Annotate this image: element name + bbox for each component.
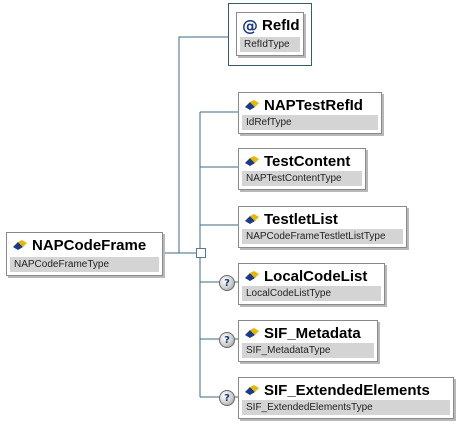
element-icon bbox=[244, 213, 260, 225]
element-type: SIF_MetadataType bbox=[242, 343, 374, 358]
element-testcontent[interactable]: TestContent NAPTestContentType bbox=[238, 148, 366, 190]
optional-icon: ? bbox=[219, 332, 235, 348]
root-element[interactable]: NAPCodeFrame NAPCodeFrameType bbox=[6, 232, 163, 276]
element-sif-metadata[interactable]: SIF_Metadata SIF_MetadataType bbox=[238, 320, 378, 362]
sequence-icon bbox=[196, 248, 206, 258]
attribute-refid[interactable]: @ RefId RefIdType bbox=[236, 12, 304, 56]
element-icon bbox=[12, 239, 28, 251]
element-name: LocalCodeList bbox=[264, 267, 368, 285]
attribute-name: RefId bbox=[262, 16, 300, 34]
element-sif-extendedelements[interactable]: SIF_ExtendedElements SIF_ExtendedElement… bbox=[238, 377, 454, 419]
element-type: NAPTestContentType bbox=[242, 171, 362, 186]
element-localcodelist[interactable]: LocalCodeList LocalCodeListType bbox=[238, 263, 385, 305]
element-name: SIF_ExtendedElements bbox=[264, 381, 430, 399]
element-icon bbox=[244, 327, 260, 339]
element-type: NAPCodeFrameType bbox=[10, 257, 159, 272]
element-type: NAPCodeFrameTestletListType bbox=[242, 229, 403, 244]
element-type: SIF_ExtendedElementsType bbox=[242, 400, 450, 415]
attribute-at-icon: @ bbox=[242, 15, 258, 35]
element-name: NAPCodeFrame bbox=[32, 236, 147, 254]
element-name: NAPTestRefId bbox=[264, 96, 363, 114]
element-icon bbox=[244, 155, 260, 167]
element-name: SIF_Metadata bbox=[264, 324, 361, 342]
element-name: TestContent bbox=[264, 152, 351, 170]
element-type: LocalCodeListType bbox=[242, 286, 381, 301]
element-naptestrefid[interactable]: NAPTestRefId IdRefType bbox=[238, 92, 382, 134]
attributes-frame: @ RefId RefIdType bbox=[228, 3, 312, 66]
element-name: TestletList bbox=[264, 210, 338, 228]
element-testletlist[interactable]: TestletList NAPCodeFrameTestletListType bbox=[238, 206, 407, 248]
element-icon bbox=[244, 270, 260, 282]
element-icon bbox=[244, 384, 260, 396]
optional-icon: ? bbox=[219, 275, 235, 291]
attribute-type: RefIdType bbox=[240, 37, 300, 52]
element-type: IdRefType bbox=[242, 115, 378, 130]
optional-icon: ? bbox=[219, 390, 235, 406]
element-icon bbox=[244, 99, 260, 111]
